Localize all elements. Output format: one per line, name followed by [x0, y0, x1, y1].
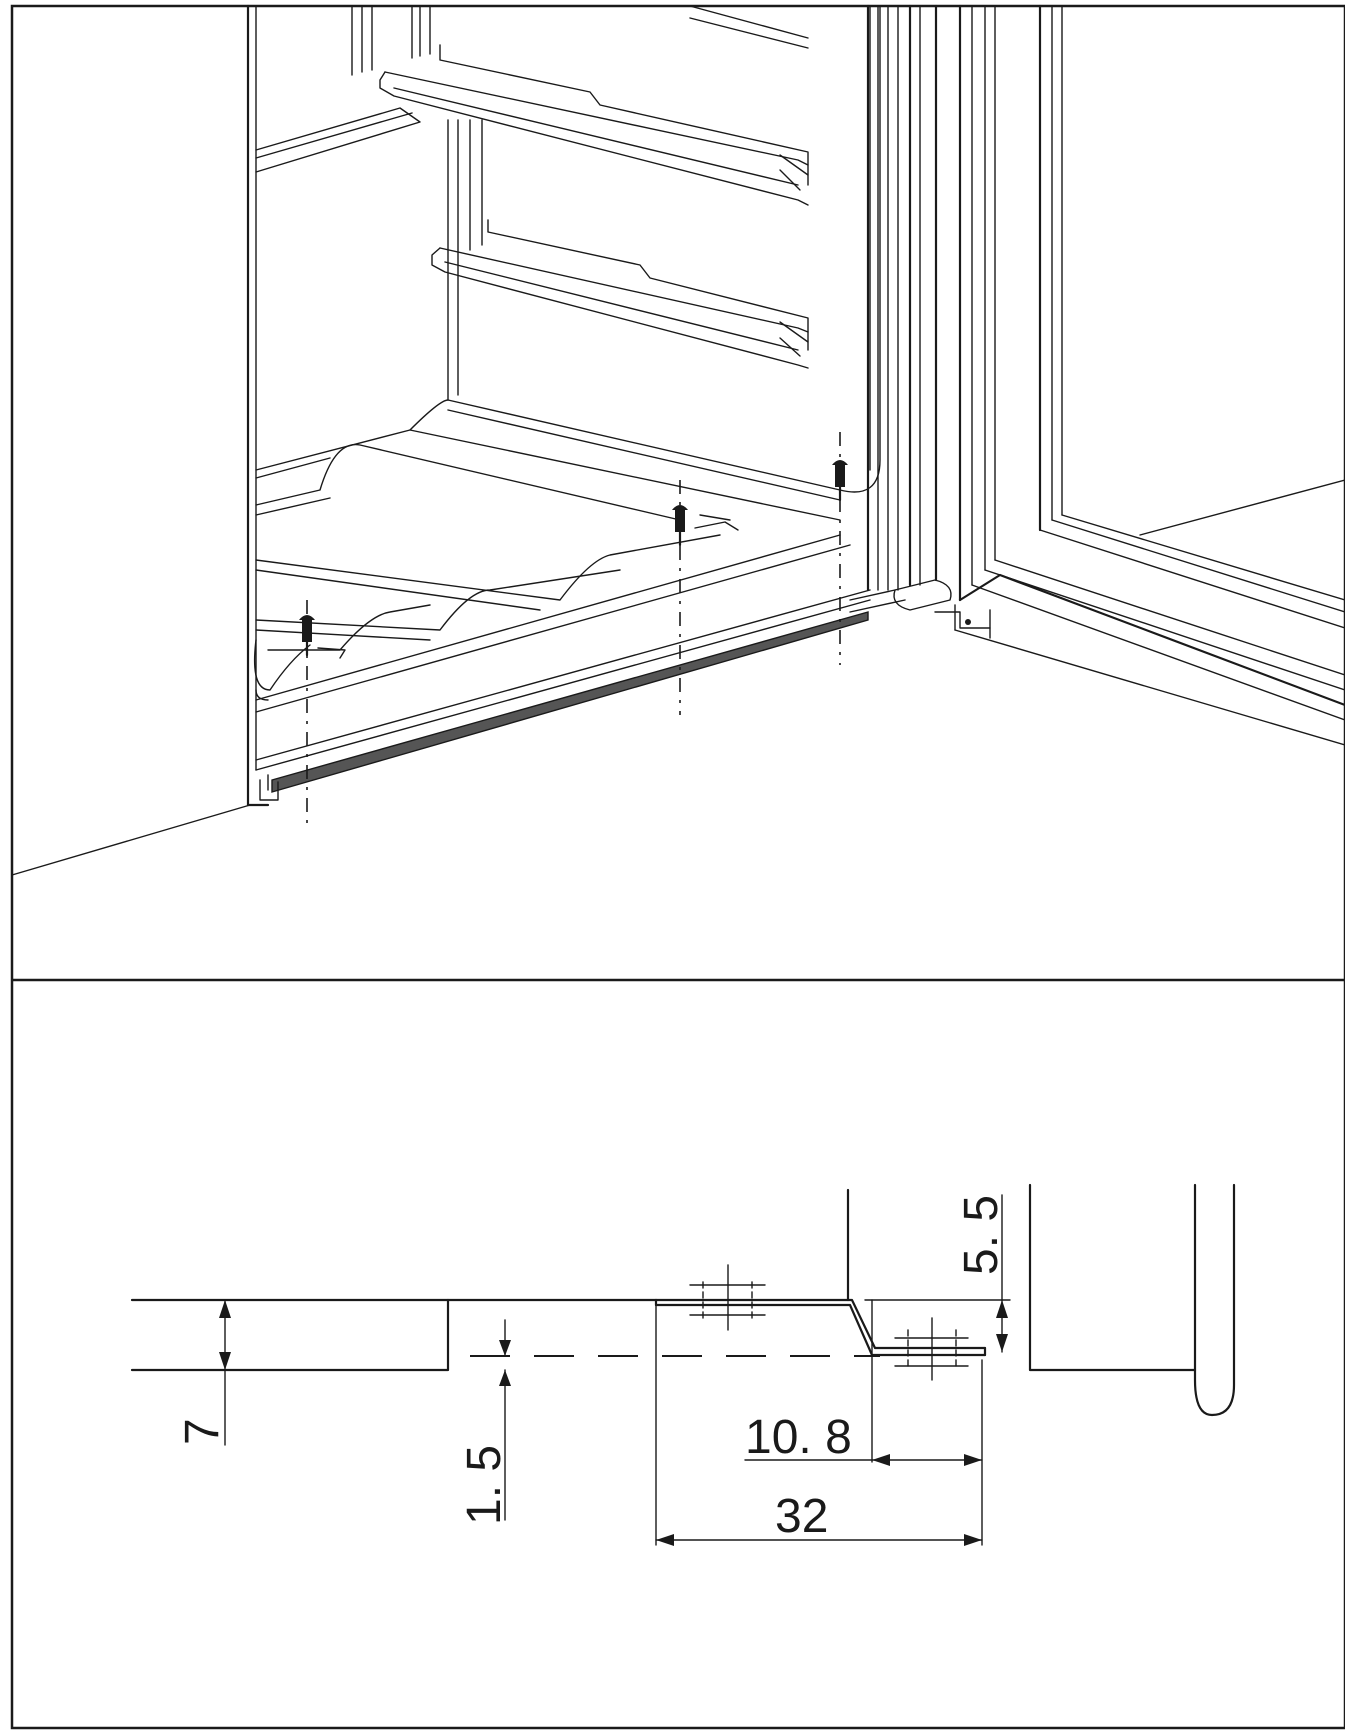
shelf-rail-lower	[431, 219, 809, 369]
section-view: 7 1. 5 5. 5 10. 8	[130, 1183, 1236, 1546]
drawing-frame	[10, 4, 1345, 1730]
dim-1-5-label: 1. 5	[458, 1445, 511, 1525]
hole-markers-lower	[894, 1317, 969, 1381]
dim-5-5: 5. 5	[864, 1194, 1011, 1353]
bottom-rail	[271, 611, 869, 793]
dim-32-label: 32	[775, 1490, 828, 1543]
open-door	[954, 4, 1345, 746]
dim-1-5: 1. 5	[458, 1319, 511, 1525]
back-wall	[351, 5, 841, 501]
dim-5-5-label: 5. 5	[955, 1195, 1008, 1275]
screw-left	[299, 600, 315, 825]
bracket-profile	[654, 1188, 987, 1357]
floor-line	[11, 804, 251, 876]
dim-7-label: 7	[176, 1418, 229, 1445]
dim-10-8: 10. 8	[744, 1299, 983, 1546]
dim-32: 32	[655, 1304, 983, 1546]
rear-corner	[839, 5, 881, 493]
right-door-profile	[1028, 1183, 1236, 1417]
cabinet-floor	[253, 399, 851, 713]
left-wall	[246, 4, 421, 807]
dim-7: 7	[176, 1299, 231, 1446]
shelf-rail-upper	[379, 5, 809, 206]
hinge	[849, 579, 991, 629]
isometric-view	[11, 4, 1345, 876]
dim-10-8-label: 10. 8	[745, 1411, 852, 1464]
hole-markers-upper	[689, 1264, 766, 1331]
left-body-profile	[130, 1298, 450, 1372]
screw-right	[832, 432, 848, 665]
screw-center	[672, 480, 688, 715]
cabinet-side-frame	[866, 4, 938, 592]
